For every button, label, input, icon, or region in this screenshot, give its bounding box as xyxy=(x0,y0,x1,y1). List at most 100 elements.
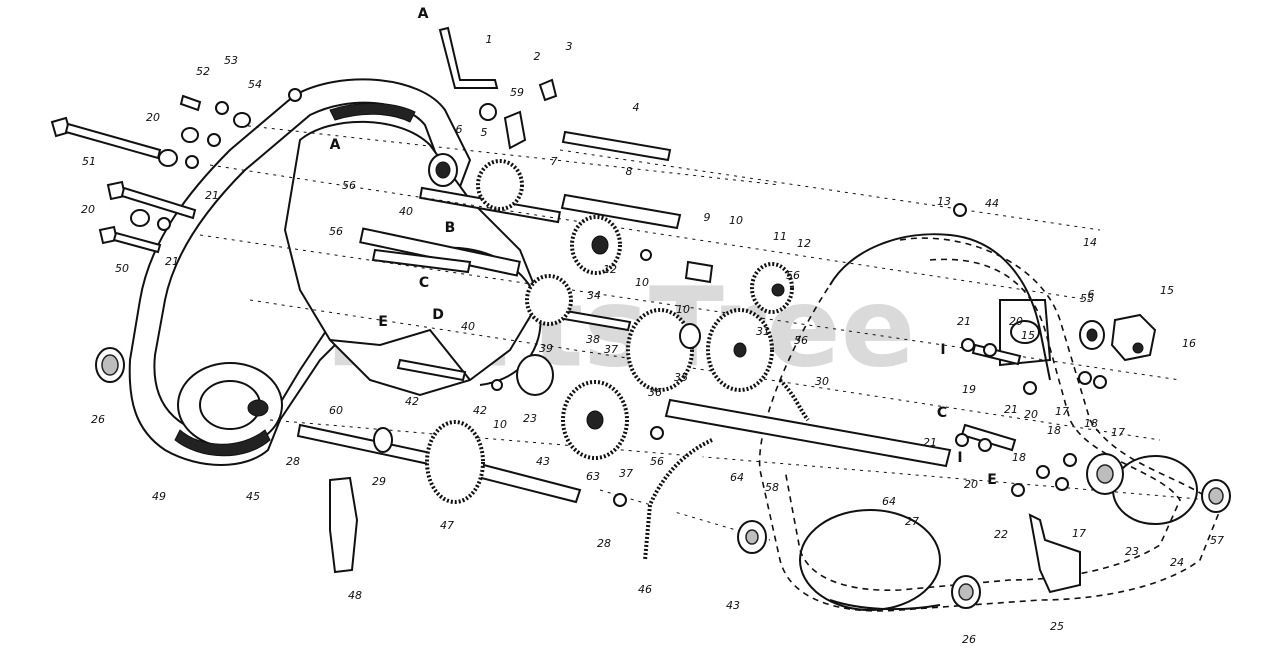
part-label: 55 xyxy=(1080,292,1094,305)
part-label: 10 xyxy=(676,303,690,316)
part-label: 56 xyxy=(342,179,356,192)
part-label: 54 xyxy=(248,78,262,91)
part-label: 17 xyxy=(1072,527,1086,540)
part-label: 42 xyxy=(473,404,487,417)
part-label: 48 xyxy=(348,589,362,602)
brackets xyxy=(329,26,1157,594)
part-label: 53 xyxy=(224,54,238,67)
part-label: 15 xyxy=(1021,329,1035,342)
ref-letter-e-left: E xyxy=(378,314,388,330)
part-label: 60 xyxy=(329,404,343,417)
ref-letter-e-right: E xyxy=(987,472,997,488)
ref-letter-i-lower: I xyxy=(957,450,962,466)
part-label: 21 xyxy=(1004,403,1018,416)
part-number-labels: 1 2 3 4 5 6 6 7 8 9 10 10 10 10 11 12 12… xyxy=(81,33,1224,646)
part-label: 39 xyxy=(539,342,553,355)
part-label: 14 xyxy=(1083,236,1097,249)
part-label: 21 xyxy=(205,189,219,202)
part-label: 42 xyxy=(405,395,419,408)
bearings xyxy=(95,153,1231,609)
part-label: 10 xyxy=(635,276,649,289)
part-label: 45 xyxy=(246,490,260,503)
part-label: 44 xyxy=(985,197,999,210)
part-label: 17 xyxy=(1055,405,1069,418)
part-label: 6 xyxy=(1088,288,1095,301)
part-label: 21 xyxy=(165,255,179,268)
part-label: 23 xyxy=(523,412,537,425)
part-label: 30 xyxy=(815,375,829,388)
drive-chains xyxy=(643,378,810,561)
part-label: 51 xyxy=(82,155,96,168)
part-label: 23 xyxy=(1125,545,1139,558)
part-label: 9 xyxy=(704,211,711,224)
part-label: 8 xyxy=(626,165,633,178)
sprockets-and-gears xyxy=(425,159,794,504)
part-label: 3 xyxy=(566,40,573,53)
part-label: 21 xyxy=(923,436,937,449)
part-label: 64 xyxy=(730,471,744,484)
part-label: 36 xyxy=(648,386,662,399)
part-label: 58 xyxy=(765,481,779,494)
part-label: 28 xyxy=(286,455,300,468)
ref-letter-a: A xyxy=(330,137,341,153)
part-label: 15 xyxy=(1160,284,1174,297)
nuts-and-washers xyxy=(130,88,1107,507)
right-chain-case xyxy=(758,233,1221,612)
part-label: 12 xyxy=(797,237,811,250)
part-label: 40 xyxy=(461,320,475,333)
part-label: 20 xyxy=(81,203,95,216)
part-label: 43 xyxy=(536,455,550,468)
ref-letter-i-right: I xyxy=(940,342,945,358)
part-label: 24 xyxy=(1170,556,1184,569)
part-label: 11 xyxy=(773,230,787,243)
part-label: 20 xyxy=(146,111,160,124)
part-label: 40 xyxy=(399,205,413,218)
part-label: 20 xyxy=(1024,408,1038,421)
left-cover-plate xyxy=(128,78,472,466)
bolts xyxy=(50,94,202,254)
part-label: 12 xyxy=(603,263,617,276)
ref-letter-a-top: A xyxy=(418,6,429,22)
ref-letter-b: B xyxy=(445,220,456,236)
part-label: 59 xyxy=(510,86,524,99)
part-label: 56 xyxy=(794,334,808,347)
part-label: 28 xyxy=(597,537,611,550)
part-label: 20 xyxy=(1009,315,1023,328)
part-label: 46 xyxy=(638,583,652,596)
ref-letter-c-right: C xyxy=(937,405,947,421)
part-label: 18 xyxy=(1012,451,1026,464)
part-label: 56 xyxy=(329,225,343,238)
part-label: 26 xyxy=(962,633,976,646)
part-label: 29 xyxy=(372,475,386,488)
part-label: 10 xyxy=(493,418,507,431)
part-label: 63 xyxy=(586,470,600,483)
part-label: 43 xyxy=(726,599,740,612)
part-label: 27 xyxy=(905,515,919,528)
part-label: 7 xyxy=(551,155,558,168)
reference-letters: A A B C C D E E I I xyxy=(330,6,997,488)
part-label: 37 xyxy=(604,343,618,356)
part-label: 56 xyxy=(786,269,800,282)
part-label: 37 xyxy=(619,467,633,480)
part-label: 47 xyxy=(440,519,454,532)
part-label: 22 xyxy=(994,528,1008,541)
part-label: 26 xyxy=(91,413,105,426)
part-label: 1 xyxy=(486,33,493,46)
part-label: 49 xyxy=(152,490,166,503)
part-label: 13 xyxy=(937,195,951,208)
part-label: 50 xyxy=(115,262,129,275)
part-label: 19 xyxy=(962,383,976,396)
ref-letter-c-left: C xyxy=(419,275,429,291)
part-label: 16 xyxy=(1182,337,1196,350)
part-label: 10 xyxy=(729,214,743,227)
part-label: 4 xyxy=(633,101,640,114)
part-label: 64 xyxy=(882,495,896,508)
part-label: 31 xyxy=(756,325,770,338)
shafts xyxy=(296,130,1022,504)
part-label: 18 xyxy=(1084,417,1098,430)
part-label: 38 xyxy=(586,333,600,346)
part-label: 25 xyxy=(1050,620,1064,633)
part-label: 35 xyxy=(674,371,688,384)
part-label: 34 xyxy=(587,289,601,302)
